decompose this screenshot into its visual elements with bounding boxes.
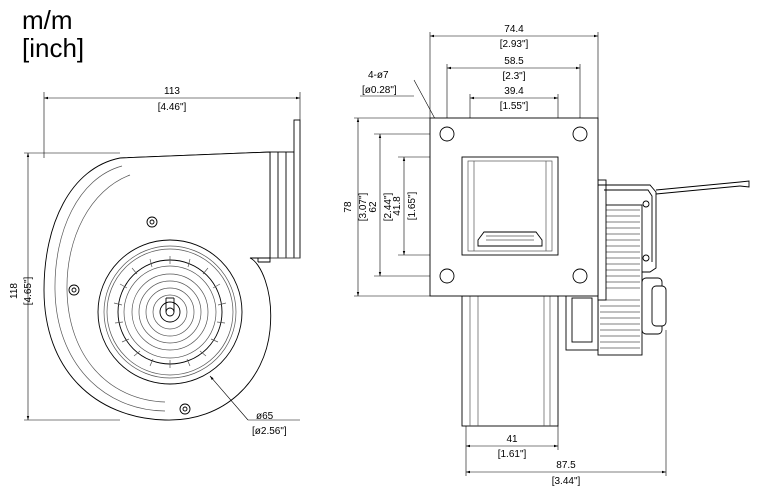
total-depth-mm: 87.5 bbox=[556, 460, 576, 471]
hole-pitch-w-in: [2.3"] bbox=[502, 71, 525, 82]
unit-imperial-label: [inch] bbox=[22, 33, 85, 63]
hole-pitch-h-in: [2.44"] bbox=[383, 192, 394, 221]
hole-pitch-w-mm: 58.5 bbox=[504, 56, 524, 67]
outlet-width-in: [1.55"] bbox=[500, 101, 529, 112]
outlet-duct-body bbox=[269, 151, 295, 259]
flange-width-mm: 74.4 bbox=[504, 24, 524, 35]
flange-width-in: [2.93"] bbox=[500, 39, 529, 50]
unit-metric-label: m/m bbox=[22, 5, 73, 35]
side-width-mm: 113 bbox=[164, 86, 180, 97]
mounting-hole bbox=[572, 126, 588, 142]
total-depth-in: [3.44"] bbox=[552, 476, 581, 487]
side-view: 113 [4.46"] 118 [4.65"] bbox=[9, 86, 301, 437]
scroll-housing bbox=[43, 151, 272, 421]
inlet-dia-mm: ø65 bbox=[256, 411, 274, 422]
holes-spec-mm: 4-ø7 bbox=[368, 70, 389, 81]
motor bbox=[565, 179, 667, 356]
housing-depth-in: [1.61"] bbox=[498, 449, 527, 460]
flange-height-in: [3.07"] bbox=[358, 192, 369, 221]
inlet-dia-in: [ø2.56"] bbox=[252, 426, 287, 437]
flange-height-mm: 78 bbox=[343, 201, 354, 213]
holes-spec-in: [ø0.28"] bbox=[362, 85, 397, 96]
mounting-hole bbox=[439, 126, 455, 142]
outlet-width-mm: 39.4 bbox=[504, 86, 524, 97]
lead-wires bbox=[655, 180, 750, 195]
mounting-flange bbox=[293, 119, 301, 259]
outlet-height-in: [1.65"] bbox=[407, 191, 418, 220]
side-height-mm: 118 bbox=[9, 283, 20, 299]
housing-depth-mm: 41 bbox=[506, 434, 518, 445]
side-width-in: [4.46"] bbox=[158, 102, 187, 113]
outlet-opening bbox=[461, 156, 559, 256]
mounting-hole bbox=[572, 268, 588, 284]
impeller-blades bbox=[113, 256, 227, 368]
scroll-housing-front bbox=[461, 295, 559, 427]
motor-shaft-hub bbox=[159, 301, 181, 323]
mounting-hole bbox=[439, 268, 455, 284]
side-height-in: [4.65"] bbox=[23, 276, 34, 305]
hole-pitch-h-mm: 62 bbox=[368, 201, 379, 213]
outlet-height-mm: 41.8 bbox=[392, 196, 403, 216]
inlet-ring bbox=[97, 239, 243, 385]
front-view: 74.4 [2.93"] 58.5 [2.3"] 39.4 [1.55"] 4-… bbox=[343, 24, 750, 487]
